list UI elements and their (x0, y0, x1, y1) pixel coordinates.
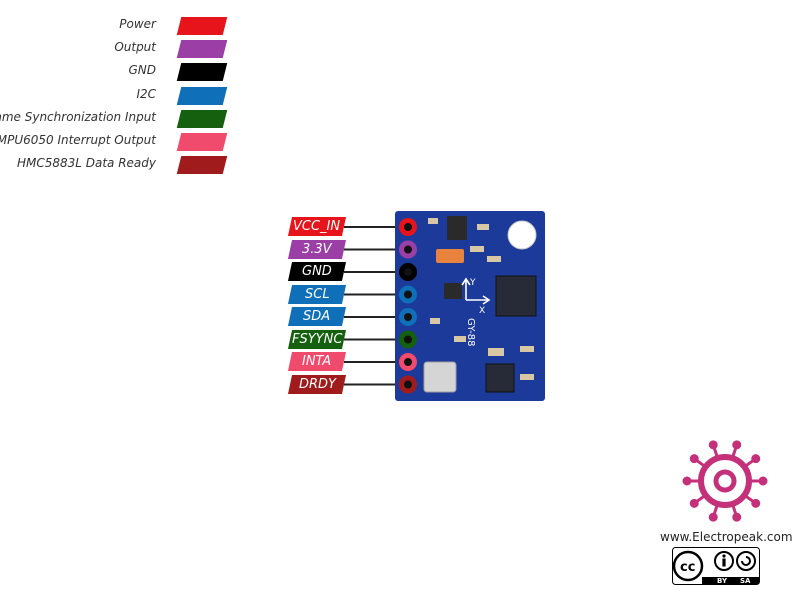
logo-dot (732, 512, 742, 522)
logo-dot (708, 512, 718, 522)
pin-wires (344, 226, 405, 386)
legend-item: I2C (0, 86, 230, 106)
pcb-board (395, 211, 545, 401)
mpu6050-chip (495, 275, 537, 317)
logo-dot (732, 440, 742, 450)
logo-ring (698, 454, 752, 508)
smd-component (428, 218, 438, 224)
mounting-hole (507, 220, 537, 250)
pin-label-text: SCL (304, 286, 330, 302)
logo-dot (708, 440, 718, 450)
logo-dot (758, 476, 768, 486)
pin-label: GND (287, 262, 347, 281)
pin-hole-center (404, 358, 412, 366)
pin-hole-center (404, 245, 412, 254)
logo-core (713, 469, 737, 493)
svg-text:cc: cc (680, 560, 695, 575)
svg-text:BY: BY (717, 577, 728, 585)
logo-dot (689, 498, 699, 508)
axis-x-label: X (479, 306, 485, 316)
pin-hole-center (404, 223, 412, 231)
pin-label-text: INTA (302, 354, 332, 369)
legend-item: Frame Synchronization Input (0, 109, 230, 129)
pin-hole-center (404, 313, 412, 321)
legend-item: GND (0, 62, 230, 82)
pin-hole-center (404, 268, 412, 276)
pin-label: SCL (287, 284, 347, 304)
regulator-chip (447, 216, 467, 240)
pin-label: DRDY (287, 374, 347, 394)
pin-label-text: DRDY (298, 376, 336, 392)
legend-label: I2C (136, 86, 156, 101)
legend-label: GND (128, 63, 156, 78)
pin-label: 3.3V (287, 239, 347, 259)
pin-label-text: SDA (303, 309, 331, 324)
smd-component (488, 348, 504, 356)
smd-component (477, 224, 489, 230)
legend-label: Output (114, 40, 156, 55)
logo-dot (751, 454, 761, 464)
website-url[interactable]: www.Electropeak.com (660, 530, 793, 544)
small-ic (444, 283, 462, 299)
tantalum-capacitor (436, 249, 464, 263)
pin-hole-center (404, 335, 412, 344)
legend-item: MPU6050 Interrupt Output (0, 132, 230, 152)
axis-indicator (461, 277, 491, 305)
logo-dot (689, 454, 699, 464)
smd-component (520, 346, 534, 352)
legend-label: Power (119, 17, 156, 31)
legend-label: HMC5883L Data Ready (16, 156, 156, 171)
smd-component (470, 246, 484, 252)
hmc5883l-chip (485, 363, 515, 393)
pin-label: VCC_IN (287, 217, 347, 236)
svg-text:SA: SA (740, 577, 751, 585)
pin-label: INTA (287, 352, 347, 371)
pin-label: SDA (287, 307, 347, 326)
electropeak-logo-icon (682, 440, 768, 522)
pin-label-text: GND (302, 264, 332, 279)
smd-component (487, 256, 501, 262)
bmp180-sensor (423, 361, 457, 393)
legend-label: Frame Synchronization Input (0, 109, 156, 124)
logo-dot (751, 498, 761, 508)
pin-label: FSYYNC (287, 329, 347, 349)
cc-by-sa-license-icon: cc BY SA (672, 547, 760, 585)
pin-label-text: 3.3V (302, 241, 332, 257)
smd-component (430, 318, 440, 324)
board-silkscreen: GY-88 (465, 318, 476, 347)
legend-item: Power (0, 16, 230, 36)
legend-item: HMC5883L Data Ready (0, 155, 230, 175)
legend-item: Output (0, 39, 230, 59)
smd-component (520, 374, 534, 380)
logo-dot (682, 476, 692, 486)
pin-label-text: FSYYNC (291, 331, 343, 347)
pin-label-text: VCC_IN (293, 219, 341, 234)
pin-header (399, 218, 417, 394)
pin-hole-center (404, 290, 412, 299)
legend-label: MPU6050 Interrupt Output (0, 133, 156, 147)
smd-component (454, 336, 466, 342)
axis-y-label: Y (469, 278, 476, 288)
pin-hole-center (404, 380, 412, 389)
